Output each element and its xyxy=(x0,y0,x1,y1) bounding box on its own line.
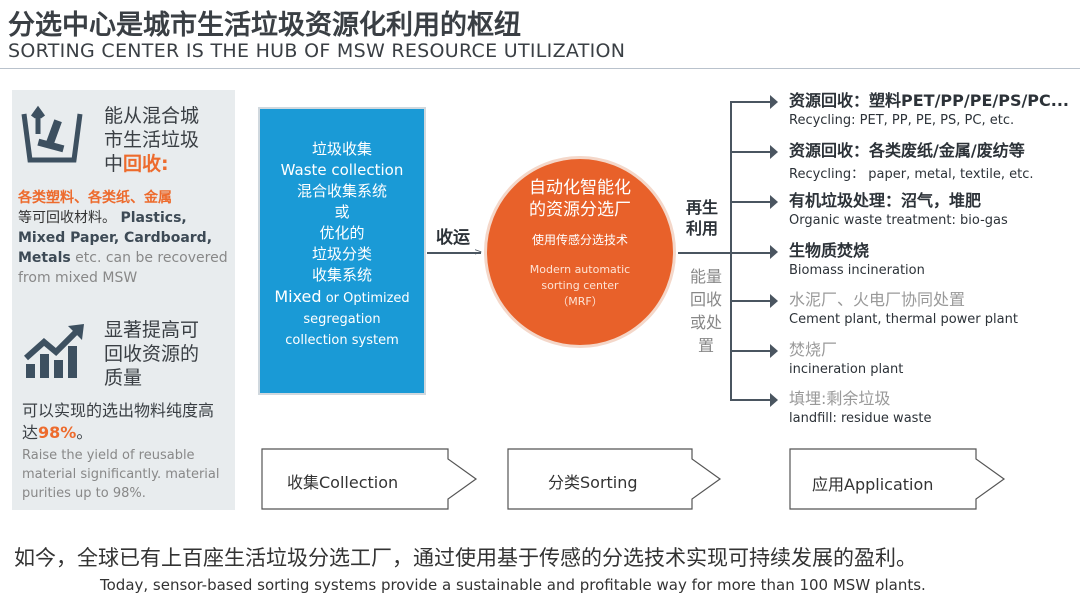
arrowhead-icon xyxy=(770,95,778,109)
purity-text-end: 。 xyxy=(76,423,93,442)
step-sorting: 分类Sorting xyxy=(548,473,638,492)
energy-label: 能量回收或处置 xyxy=(689,267,722,355)
recover-heading-1: 能从混合城 xyxy=(104,105,200,127)
collection-line: 垃圾收集 xyxy=(311,140,372,158)
collection-line: 优化的 xyxy=(319,224,365,242)
step-collection: 收集Collection xyxy=(287,473,399,492)
recycle-label: 再生利用 xyxy=(686,198,719,238)
transport-arrow xyxy=(427,252,481,254)
footer-en: Today, sensor-based sorting systems prov… xyxy=(100,576,926,594)
collection-en-mixed: Mixed xyxy=(274,287,322,306)
title-divider xyxy=(0,68,1080,69)
arrowhead-icon xyxy=(770,344,778,358)
center-en-3: （MRF） xyxy=(557,295,603,308)
output-subtitle: Organic waste treatment: bio-gas xyxy=(789,213,1008,228)
output-subtitle: Biomass incineration xyxy=(789,263,925,278)
materials-text: 等可回收材料。 xyxy=(18,210,116,226)
materials-en: etc. can be recovered from mixed MSW xyxy=(18,250,228,286)
output-title: 焚烧厂 xyxy=(789,340,838,359)
recover-heading-2: 市生活垃圾 xyxy=(104,129,200,151)
page-title: 分选中心是城市生活垃圾资源化利用的枢纽 xyxy=(8,10,521,41)
center-tech: 使用传感分选技术 xyxy=(531,233,628,247)
collection-line: 或 xyxy=(334,203,350,221)
materials-highlight: 各类塑料、各类纸、金属 xyxy=(18,190,172,206)
output-title: 填埋:剩余垃圾 xyxy=(789,389,891,408)
process-steps xyxy=(261,448,1006,510)
arrowhead-icon xyxy=(770,195,778,209)
collection-line: 混合收集系统 xyxy=(296,182,387,200)
footer-cn: 如今，全球已有上百座生活垃圾分选工厂，通过使用基于传感的分选技术实现可持续发展的… xyxy=(14,546,917,570)
branch-line xyxy=(730,201,772,203)
branch-line xyxy=(730,399,772,401)
step-arrow-sorting xyxy=(507,448,722,510)
quality-heading-1: 显著提高可 xyxy=(104,319,200,341)
recover-heading-highlight: 回收: xyxy=(123,153,169,175)
quality-heading-2: 回收资源的 xyxy=(104,343,200,365)
step-application: 应用Application xyxy=(812,475,934,494)
center-title-2: 的资源分选厂 xyxy=(529,200,631,220)
arrowhead-icon: > xyxy=(474,247,483,258)
sorting-center-circle: 自动化智能化 的资源分选厂 使用传感分选技术 Modern automatic … xyxy=(484,156,676,348)
center-out-line xyxy=(678,252,774,254)
output-title: 水泥厂、火电厂协同处置 xyxy=(789,290,966,309)
growth-chart-icon xyxy=(24,324,84,378)
purity-percent: 98% xyxy=(38,423,77,442)
benefits-panel: 能从混合城 市生活垃圾 中回收: 各类塑料、各类纸、金属 等可回收材料。 Pla… xyxy=(12,90,235,510)
collection-line: Waste collection xyxy=(280,161,404,179)
collection-en-2: segregation xyxy=(303,312,381,327)
branch-line xyxy=(730,300,772,302)
output-title: 生物质焚烧 xyxy=(789,241,870,260)
step-arrow-collection xyxy=(261,448,478,510)
page-subtitle: SORTING CENTER IS THE HUB OF MSW RESOURC… xyxy=(8,40,626,62)
branch-line xyxy=(730,350,772,352)
tree-trunk xyxy=(730,101,732,401)
materials-en-bold: Plastics, Mixed Paper, Cardboard, Metals xyxy=(18,210,213,266)
output-subtitle: landfill: residue waste xyxy=(789,411,932,426)
output-subtitle: incineration plant xyxy=(789,362,904,377)
output-title: 资源回收：各类废纸/金属/废纺等 xyxy=(789,141,1025,160)
output-subtitle: Recycling： paper, metal, textile, etc. xyxy=(789,167,1034,182)
branch-line xyxy=(730,101,772,103)
output-subtitle: Recycling: PET, PP, PE, PS, PC, etc. xyxy=(789,113,1015,128)
purity-text: 可以实现的选出物料纯度高达 xyxy=(22,401,215,442)
output-title: 资源回收：塑料PET/PP/PE/PS/PC... xyxy=(789,91,1070,110)
center-title-1: 自动化智能化 xyxy=(529,178,631,198)
output-title: 有机垃圾处理：沼气，堆肥 xyxy=(789,191,982,210)
recover-heading-3: 中 xyxy=(104,153,124,175)
quality-heading-3: 质量 xyxy=(104,367,143,389)
collection-en: or Optimized xyxy=(321,291,410,306)
waste-collection-box: 垃圾收集 Waste collection 混合收集系统 或 优化的 垃圾分类 … xyxy=(258,107,426,395)
step-arrow-application xyxy=(789,448,1006,510)
waste-basket-icon xyxy=(21,105,83,163)
arrowhead-icon xyxy=(770,294,778,308)
arrowhead-icon xyxy=(770,393,778,407)
arrowhead-icon xyxy=(770,145,778,159)
output-subtitle: Cement plant, thermal power plant xyxy=(789,312,1018,327)
arrowhead-icon xyxy=(770,245,778,259)
transport-label: 收运 xyxy=(436,228,470,248)
collection-line: 收集系统 xyxy=(311,266,372,284)
collection-en-3: collection system xyxy=(285,333,399,348)
collection-line: 垃圾分类 xyxy=(311,245,372,263)
center-en-2: sorting center xyxy=(541,279,619,292)
branch-line xyxy=(730,151,772,153)
purity-en: Raise the yield of reusable material sig… xyxy=(22,448,220,501)
center-en-1: Modern automatic xyxy=(529,263,631,276)
